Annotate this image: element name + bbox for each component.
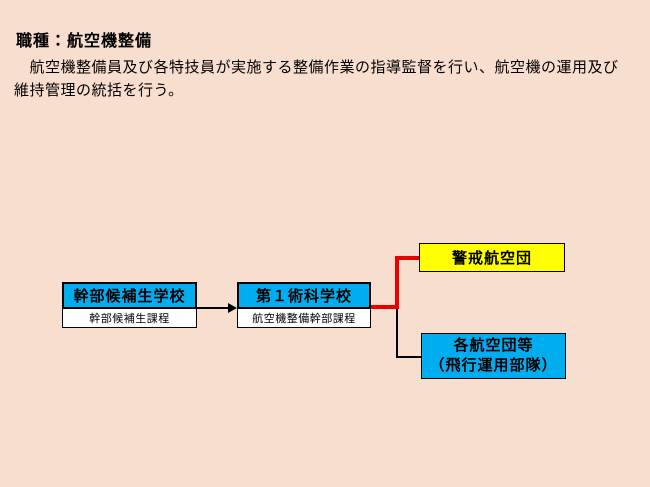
box-airborne-warning-wing-label: 警戒航空団: [451, 250, 532, 267]
arrow-school1-to-school2-line: [197, 307, 230, 309]
red-connector-segment-horizontal-2: [395, 256, 419, 260]
red-connector-segment-vertical: [395, 256, 399, 309]
black-connector-segment-horizontal: [396, 356, 421, 358]
box-air-wings-label-line1: 各航空団等: [453, 337, 534, 354]
black-connector-segment-vertical: [396, 309, 398, 358]
box-aircraft-maintenance-officer-course: 航空機整備幹部課程: [237, 309, 371, 328]
box-officer-candidate-school: 幹部候補生学校 幹部候補生課程: [62, 282, 197, 328]
box-airborne-warning-wing: 警戒航空団: [419, 243, 565, 272]
box-first-technical-school: 第１術科学校 航空機整備幹部課程: [237, 282, 371, 328]
box-air-wings-label-line2: （飛行運用部隊）: [429, 357, 558, 374]
page-title: 職種：航空機整備: [16, 33, 153, 50]
job-description-line2: 維持管理の統括を行う。: [14, 82, 184, 99]
job-description-line1: 航空機整備員及び各特技員が実施する整備作業の指導監督を行い、航空機の運用及び: [14, 59, 619, 76]
red-connector-segment-horizontal-1: [371, 305, 399, 309]
job-description: 航空機整備員及び各特技員が実施する整備作業の指導監督を行い、航空機の運用及び 維…: [14, 56, 636, 102]
box-officer-candidate-course: 幹部候補生課程: [62, 309, 197, 328]
arrow-school1-to-school2-head-icon: [228, 303, 237, 313]
box-air-wings: 各航空団等 （飛行運用部隊）: [421, 333, 566, 379]
box-officer-candidate-school-title: 幹部候補生学校: [62, 282, 197, 309]
box-first-technical-school-title: 第１術科学校: [237, 282, 371, 309]
